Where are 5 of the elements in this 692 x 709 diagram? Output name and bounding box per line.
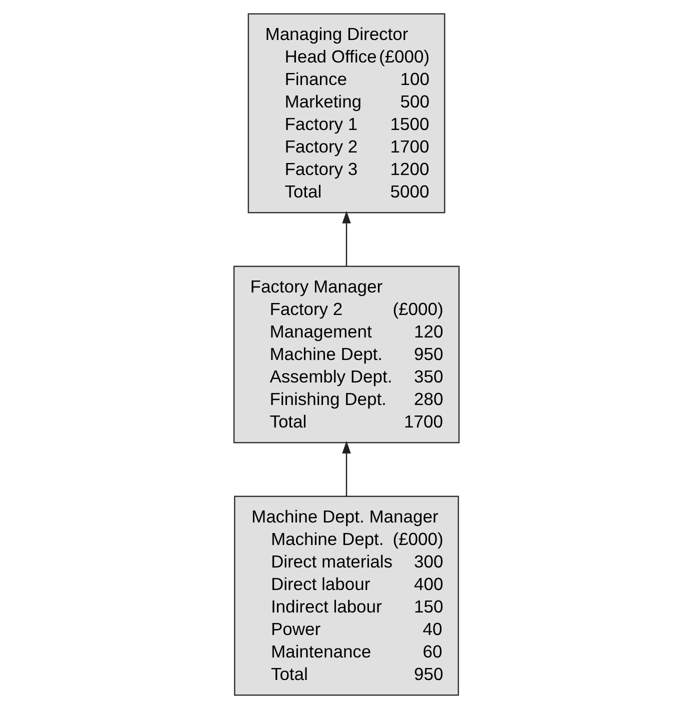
node-box: Managing Director Head Office(£000) Finance 100 Marketing 500 Factory 1 1500 Factory 2 1700 Factory 3 1200 Total 5000 bbox=[247, 13, 445, 214]
node-box: Factory Manager Factory 2 (£000) Management 120 Machine Dept. 950 Assembly Dept. 350 Finishing Dept. 280 Total 1700 bbox=[232, 266, 460, 444]
arrow bbox=[342, 210, 350, 266]
node-box: Machine Dept. Manager Machine Dept. (£000) Direct materials 300 Direct labour 400 Indirect labour 150 Power 40 Maintenance 60 Total 950 bbox=[234, 496, 458, 696]
arrow bbox=[342, 440, 350, 496]
